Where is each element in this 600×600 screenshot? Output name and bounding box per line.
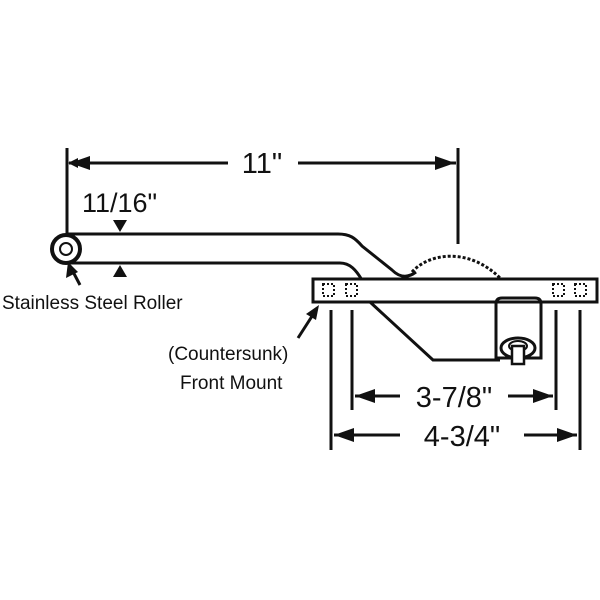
dimension-base-length: 4-3/4" (334, 421, 577, 453)
dimension-overall-length: 11" (65, 148, 460, 245)
dimension-label-4-3-4: 4-3/4" (424, 421, 500, 453)
roller-arrow-icon (66, 262, 78, 278)
base-plate (311, 277, 599, 366)
label-front-mount: Front Mount (180, 373, 283, 394)
gear-teeth (410, 254, 502, 280)
dimension-label-11-16: 11/16" (82, 188, 157, 218)
mount-arrow-icon (306, 305, 319, 320)
dimension-hole-spacing: 3-7/8" (355, 382, 553, 414)
label-roller: Stainless Steel Roller (2, 293, 183, 314)
dimension-arm-width: 11/16" (82, 188, 157, 277)
label-countersunk: (Countersunk) (168, 344, 288, 365)
dimension-label-11: 11" (242, 148, 282, 180)
dimension-label-3-7-8: 3-7/8" (416, 382, 492, 414)
mounting-stud (510, 344, 526, 366)
operator-arm (50, 232, 417, 281)
